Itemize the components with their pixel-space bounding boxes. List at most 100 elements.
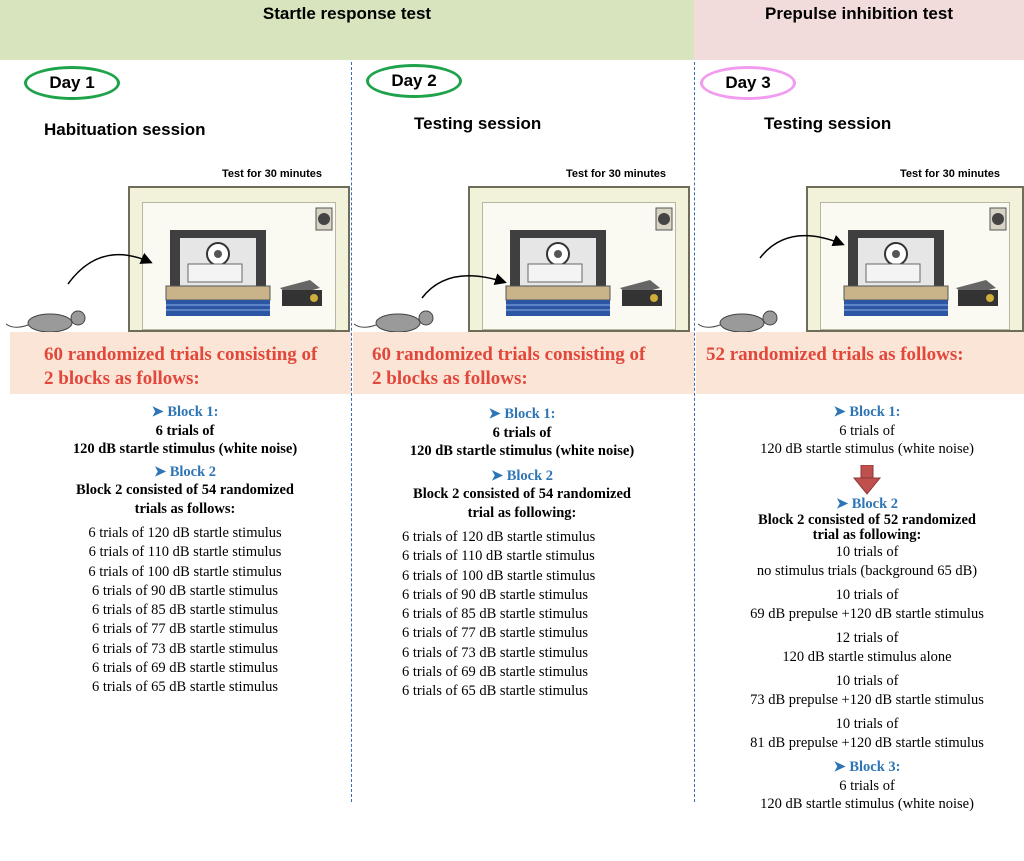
day3-group: 10 trials of no stimulus trials (backgro… — [710, 543, 1024, 580]
day2-block2-label: Block 2 — [506, 467, 554, 484]
day3-session-title: Testing session — [764, 114, 892, 133]
day2-block2-desc2: trial as following: — [467, 504, 577, 521]
group-count: 10 trials of — [835, 587, 899, 603]
day2-block2-desc1: Block 2 consisted of 54 randomized — [413, 486, 631, 502]
chamber-apparatus-icon — [165, 207, 333, 316]
chamber-apparatus-icon — [505, 207, 673, 316]
day1-summary-line1: 60 randomized trials consisting of — [44, 344, 318, 365]
day3-badge: Day 3 — [700, 66, 796, 100]
day2-protocol: ➤ Block 1: 6 trials of 120 dB startle st… — [352, 405, 692, 702]
startle-response-title: Startle response test — [262, 4, 432, 23]
trial-item: 6 trials of 69 dB startle stimulus — [91, 660, 279, 677]
group-desc: 69 dB prepulse +120 dB startle stimulus — [750, 605, 984, 622]
day1-block1-label: Block 1: — [167, 404, 219, 420]
trial-item: 6 trials of 65 dB startle stimulus — [402, 683, 589, 700]
day3-block3-heading: ➤ Block 3: — [710, 758, 1024, 777]
day2-block1-label: Block 1: — [504, 406, 556, 422]
day1-block2-label: Block 2 — [169, 463, 217, 480]
arrowhead-icon: ➤ — [835, 495, 852, 512]
group-count: 12 trials of — [835, 630, 899, 646]
trial-item: 6 trials of 90 dB startle stimulus — [402, 586, 589, 603]
mouse-icon — [5, 310, 86, 333]
day2-badge: Day 2 — [366, 64, 462, 98]
trial-item: 6 trials of 65 dB startle stimulus — [91, 679, 279, 696]
group-desc: 120 dB startle stimulus alone — [782, 648, 952, 665]
trial-item: 6 trials of 100 dB startle stimulus — [402, 567, 596, 584]
trial-item: 6 trials of 110 dB startle stimulus — [88, 544, 282, 561]
trial-item: 6 trials of 90 dB startle stimulus — [91, 582, 279, 599]
arrowhead-icon: ➤ — [153, 463, 170, 480]
day1-block1-line2: 120 dB startle stimulus (white noise) — [72, 441, 298, 457]
arrowhead-icon: ➤ — [833, 404, 850, 420]
day2-trial-list: 6 trials of 120 dB startle stimulus 6 tr… — [402, 528, 692, 702]
day3-summary-text: 52 randomized trials as follows: — [706, 343, 964, 367]
day1-label: Day 1 — [49, 73, 95, 92]
day2-block1-line2: 120 dB startle stimulus (white noise) — [409, 443, 635, 459]
day1-block2-desc1: Block 2 consisted of 54 randomized — [76, 482, 294, 498]
day3-block2-heading: ➤ Block 2 — [710, 495, 1024, 514]
day1-trial-list: 6 trials of 120 dB startle stimulus 6 tr… — [20, 524, 350, 698]
day2-summary-banner — [353, 332, 694, 394]
group-count: 10 trials of — [835, 673, 899, 689]
day2-duration: Test for 30 minutes — [566, 168, 667, 180]
arrowhead-icon: ➤ — [488, 406, 505, 422]
day3-group: 10 trials of 73 dB prepulse +120 dB star… — [710, 672, 1024, 709]
group-count: 10 trials of — [835, 544, 899, 560]
day3-block1-label: Block 1: — [849, 404, 901, 420]
trial-item: 6 trials of 110 dB startle stimulus — [402, 548, 595, 565]
startle-response-header: Startle response test — [0, 0, 694, 60]
day3-block1-line1: 6 trials of — [839, 422, 895, 439]
column-divider-1 — [351, 62, 352, 802]
day3-group: 10 trials of 81 dB prepulse +120 dB star… — [710, 715, 1024, 752]
day3-block2-desc1: Block 2 consisted of 52 randomized — [758, 512, 976, 528]
day2-summary-text: 60 randomized trials consisting of 2 blo… — [372, 343, 645, 391]
day3-protocol: ➤ Block 1: 6 trials of 120 dB startle st… — [710, 403, 1024, 814]
trial-item: 6 trials of 73 dB startle stimulus — [91, 640, 279, 657]
day2-block2-heading: ➤ Block 2 — [352, 467, 692, 486]
day1-duration: Test for 30 minutes — [222, 168, 323, 180]
trial-item: 6 trials of 85 dB startle stimulus — [402, 606, 589, 623]
day1-summary-banner — [10, 332, 351, 394]
day2-startle-chamber — [468, 186, 690, 332]
day3-group: 10 trials of 69 dB prepulse +120 dB star… — [710, 586, 1024, 623]
arrowhead-icon: ➤ — [490, 467, 507, 484]
down-arrow-icon — [852, 464, 882, 495]
day3-group: 12 trials of 120 dB startle stimulus alo… — [710, 629, 1024, 666]
day1-block1-heading: ➤ Block 1: — [20, 403, 350, 422]
day1-startle-chamber — [128, 186, 350, 332]
day3-block3-line1: 6 trials of — [839, 777, 895, 794]
trial-item: 6 trials of 120 dB startle stimulus — [402, 529, 596, 545]
day1-block1-line1: 6 trials of — [155, 422, 215, 439]
group-desc: no stimulus trials (background 65 dB) — [756, 562, 978, 579]
trial-item: 6 trials of 100 dB startle stimulus — [88, 563, 282, 580]
day3-summary-banner — [696, 332, 1024, 394]
day2-block1-line1: 6 trials of — [492, 424, 552, 441]
trial-item: 6 trials of 77 dB startle stimulus — [91, 621, 279, 638]
mouse-icon — [353, 310, 434, 333]
day3-label: Day 3 — [725, 73, 771, 92]
day3-summary-line1: 52 randomized trials as follows: — [706, 344, 964, 365]
day2-label: Day 2 — [391, 71, 437, 90]
trial-item: 6 trials of 85 dB startle stimulus — [91, 602, 279, 619]
arrowhead-icon: ➤ — [151, 404, 168, 420]
day1-badge: Day 1 — [24, 66, 120, 100]
day3-block3-label: Block 3: — [849, 759, 901, 775]
day3-prepulse-chamber — [806, 186, 1024, 332]
day2-session-title: Testing session — [414, 114, 542, 133]
day3-block3-line2: 120 dB startle stimulus (white noise) — [760, 796, 974, 812]
day1-summary-line2: 2 blocks as follows: — [44, 368, 200, 389]
mouse-icon — [697, 310, 778, 333]
group-desc: 73 dB prepulse +120 dB startle stimulus — [750, 691, 984, 708]
prepulse-inhibition-header: Prepulse inhibition test — [694, 0, 1024, 60]
day3-block1-heading: ➤ Block 1: — [710, 403, 1024, 422]
group-count: 10 trials of — [835, 716, 899, 732]
day1-block2-heading: ➤ Block 2 — [20, 463, 350, 482]
day3-block2-label: Block 2 — [851, 495, 899, 512]
day1-session-title: Habituation session — [44, 120, 206, 139]
trial-item: 6 trials of 73 dB startle stimulus — [402, 644, 589, 661]
trial-item: 6 trials of 69 dB startle stimulus — [402, 664, 589, 681]
day3-block2-desc2: trial as following: — [812, 527, 922, 543]
entry-arrow-icon — [67, 252, 153, 285]
trial-item: 6 trials of 77 dB startle stimulus — [402, 625, 589, 642]
